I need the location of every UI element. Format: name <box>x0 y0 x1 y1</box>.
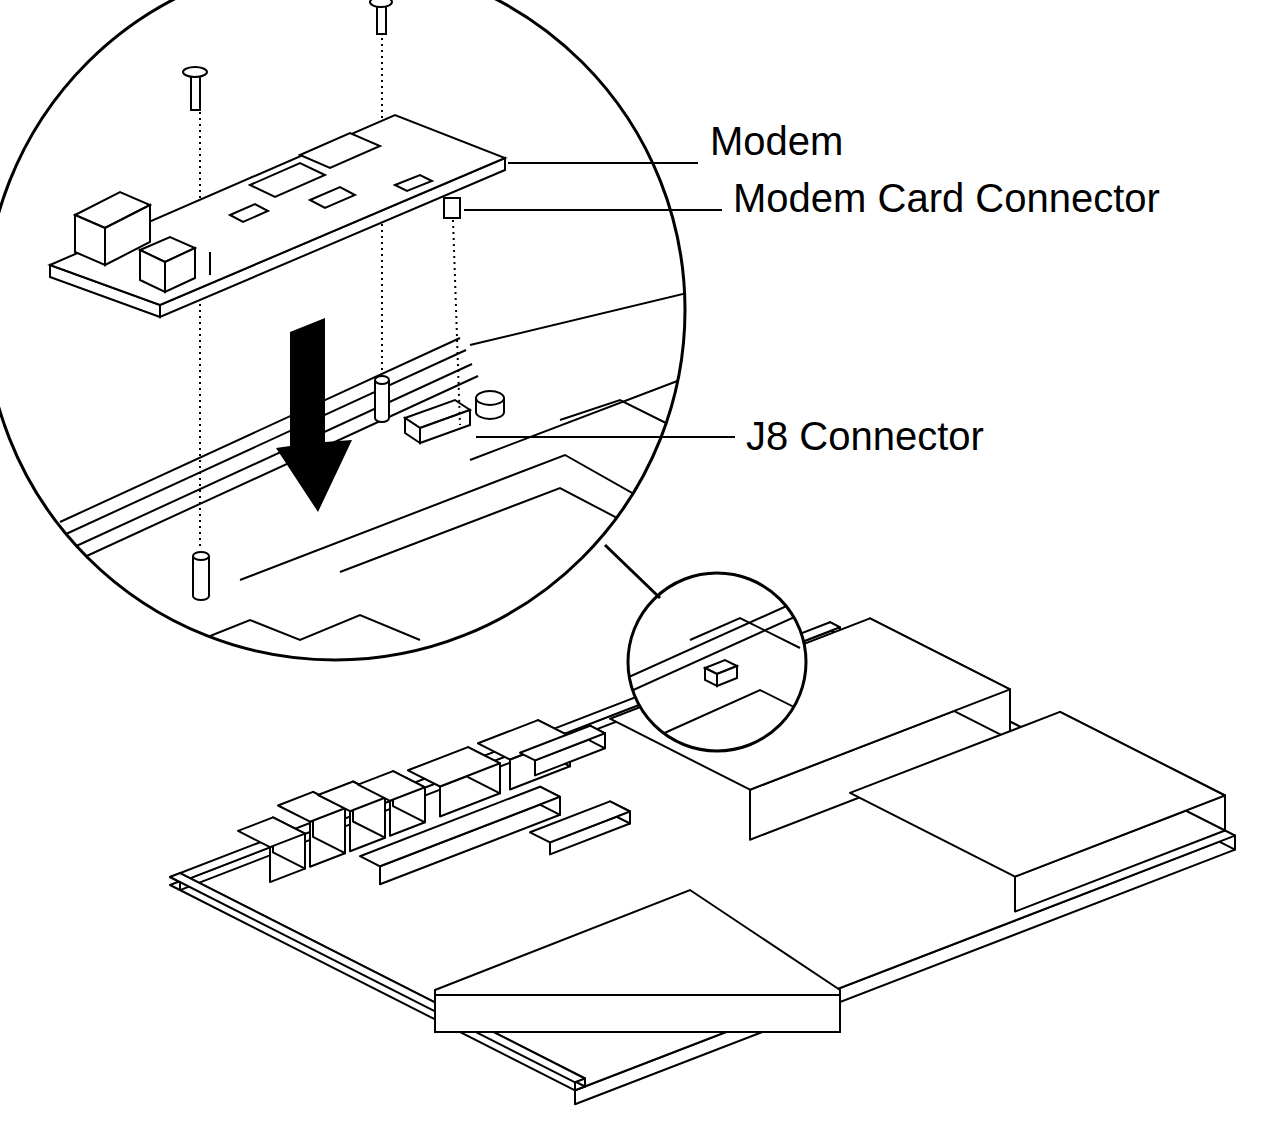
board-component <box>408 747 500 816</box>
shield-edge <box>435 994 840 996</box>
part-label: Modem <box>708 118 845 164</box>
board-component <box>520 726 605 776</box>
board-component <box>530 801 630 854</box>
board-component <box>850 712 1225 912</box>
detail-circle-large <box>0 0 735 660</box>
detail-circle-small <box>600 545 840 751</box>
part-label: Modem Card Connector <box>731 175 1162 221</box>
part-label: J8 Connector <box>744 413 986 459</box>
shield-plate <box>435 890 840 1032</box>
board-component <box>358 771 425 836</box>
board-component <box>238 817 305 882</box>
